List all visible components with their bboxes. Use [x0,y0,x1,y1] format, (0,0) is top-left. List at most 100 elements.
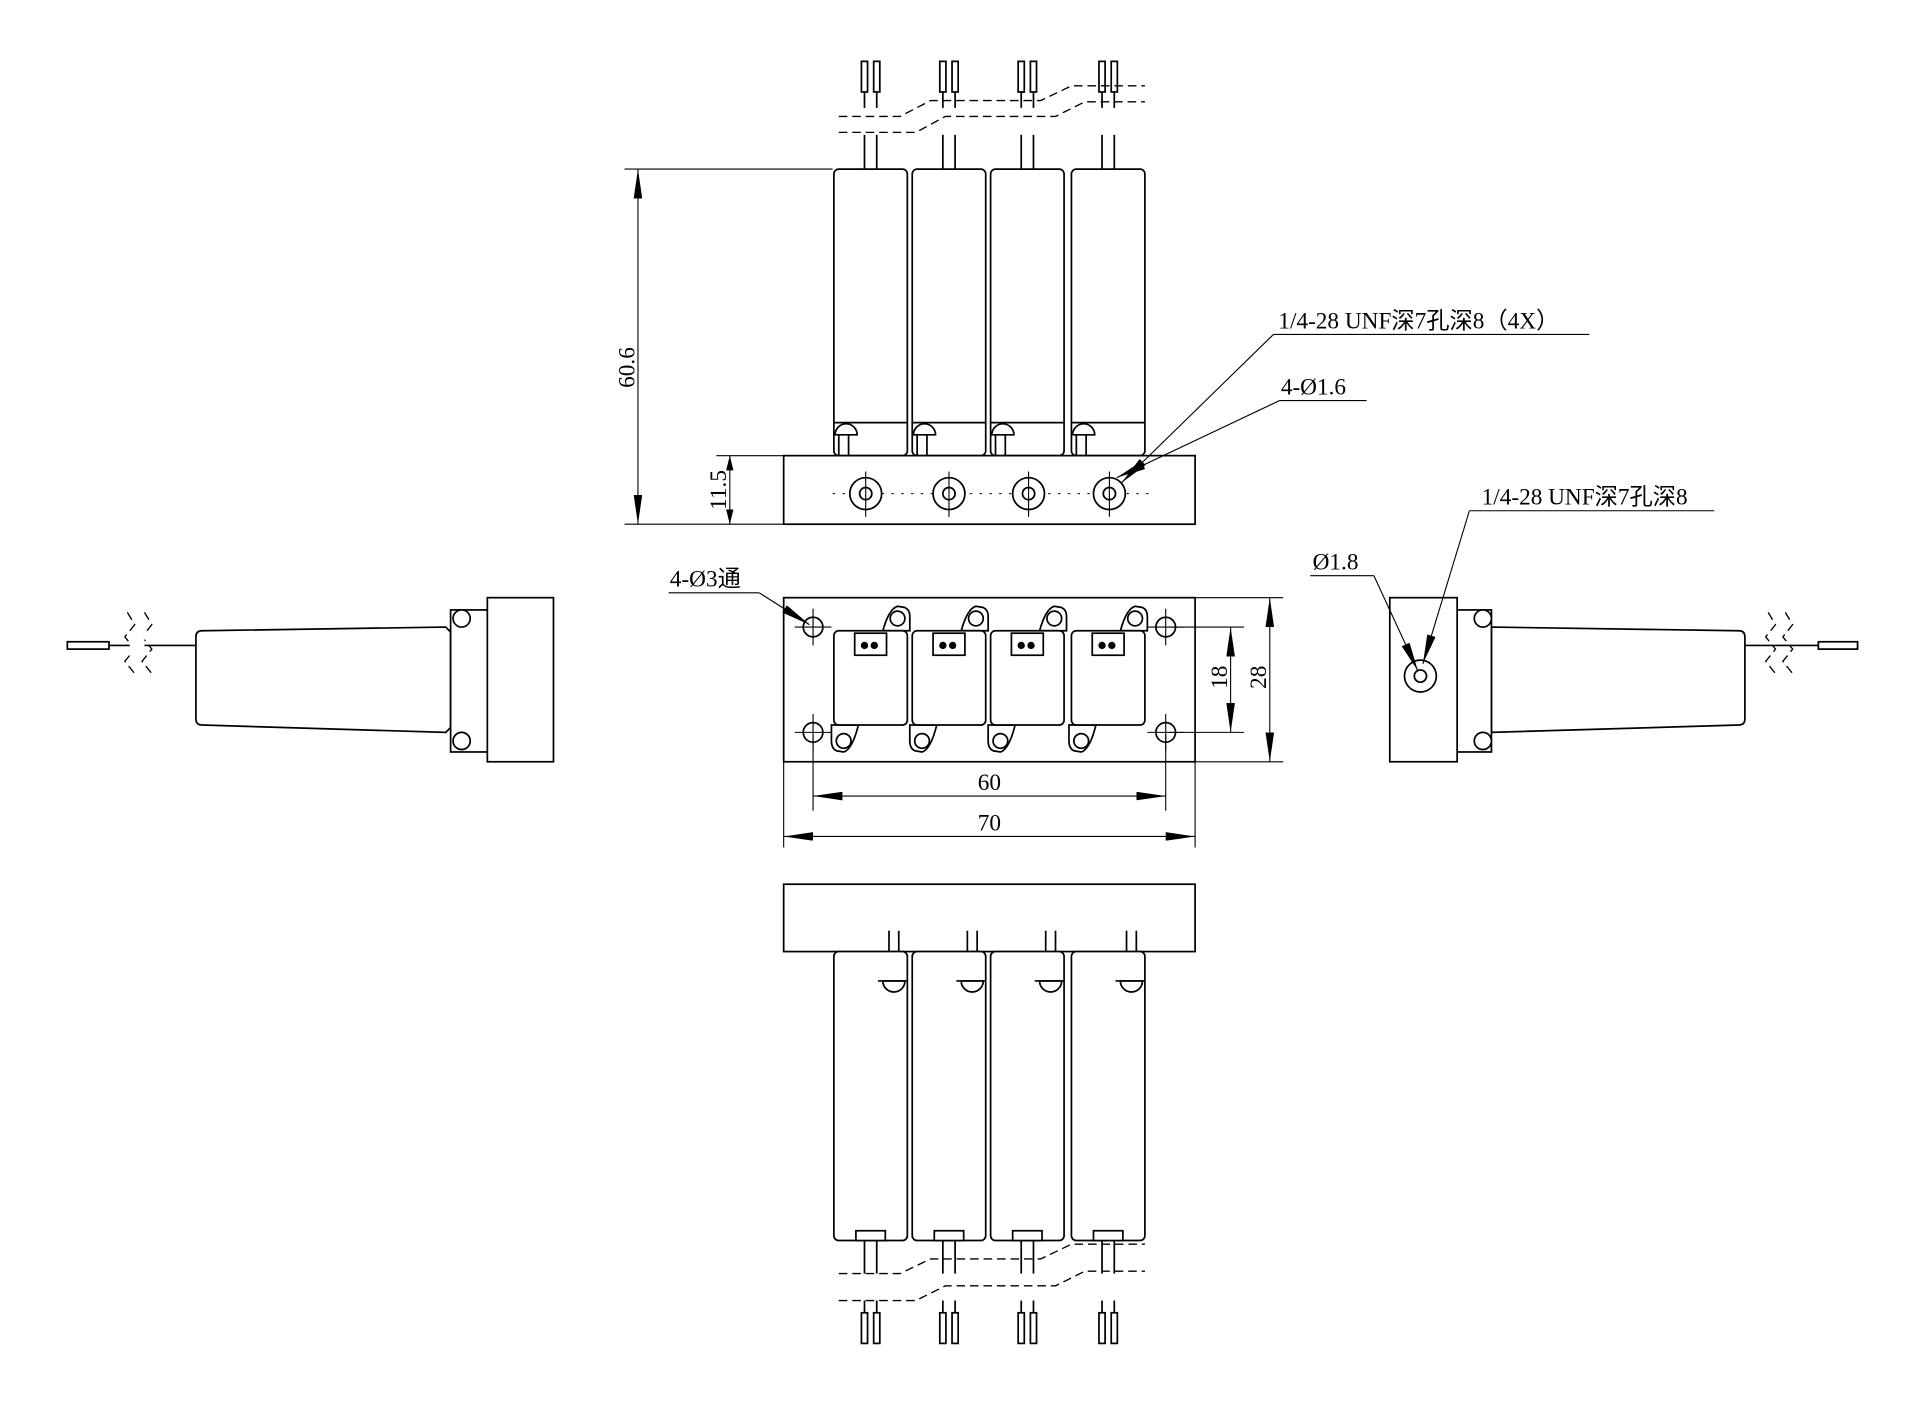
wire-terminal [1110,1311,1119,1345]
fitting-icon [1071,423,1096,436]
valve-module [911,629,987,726]
callout-thread-4x: 1/4-28 UNF深7孔深8（4X） [1121,308,1590,483]
break-line [838,85,1145,118]
solenoid-body [989,950,1065,1242]
callout-thread-side: 1/4-28 UNF深7孔深8 [1422,485,1715,664]
front-view-bottom [833,930,1146,1345]
callout-label: 1/4-28 UNF深7孔深8（4X） [1278,308,1559,334]
wire-terminal [1017,1311,1026,1345]
fitting-icon [834,423,859,436]
solenoid-body [911,168,987,457]
screw-icon [1046,610,1063,627]
wire-terminal [1098,60,1106,93]
dimension-label: 11.5 [706,470,732,510]
plan-view [794,605,1185,753]
connector [853,632,888,657]
port-holes [848,471,1127,517]
fitting-icon [912,423,937,436]
dimension-label: 70 [978,810,1001,836]
callout-pin-holes: 4-Ø1.6 [1116,374,1367,479]
connector-pin [860,641,869,650]
fitting-icon [1119,980,1144,993]
solenoid-body-side [1490,626,1746,734]
connector [932,632,966,657]
wire-terminal [1029,60,1038,93]
wire-terminal [951,60,960,93]
solenoid-body-side [195,626,452,734]
break-line [838,1270,1145,1302]
wire-exit [855,1229,887,1242]
connector-pin [948,641,957,650]
screw-icon [889,610,906,627]
dimension-overall-width: 70 [783,761,1196,848]
fitting-icon [881,980,906,993]
side-port-hole [1403,659,1438,693]
manifold-base-rear [782,883,1196,953]
callout-side-hole: Ø1.8 [1310,550,1419,672]
screw-icon [992,732,1009,750]
solenoid-body [989,168,1065,457]
connector-pin [1017,641,1025,650]
fitting-icon [960,980,985,993]
valve-module [833,629,909,726]
wire-terminal [1098,1311,1106,1345]
wire-terminal [938,1311,947,1345]
front-view-top [833,60,1146,478]
fitting-icon [990,423,1015,436]
wire-terminal [1017,60,1026,93]
connector-pin [1098,641,1106,650]
dimension-label: 60 [978,770,1001,796]
connector-pin [870,641,878,650]
screw-icon [1073,732,1090,750]
connector [1091,632,1125,657]
dimension-hole-spacing-y: 18 [1169,626,1245,733]
dimension-hole-spacing-x: 60 [812,734,1167,811]
wire-exit [933,1229,965,1242]
solenoid-body [1070,950,1146,1242]
wire-terminal [951,1311,960,1345]
manifold-block-side [486,596,555,763]
callout-label: 4-Ø3通 [670,567,741,593]
dimension-label: 60.6 [614,347,640,388]
solenoid-body [911,950,987,1242]
wire-exit [1092,1229,1124,1242]
screw-icon [1126,610,1144,627]
callout-label: 1/4-28 UNF深7孔深8 [1482,485,1688,511]
solenoid-body [833,950,909,1242]
wire-terminal [860,60,869,93]
callout-label: Ø1.8 [1313,550,1359,576]
solenoid-body [1070,168,1146,457]
callout-label: 4-Ø1.6 [1281,374,1346,400]
left-side-view [66,596,555,763]
wire-terminal [860,1311,869,1345]
dimension-label: 18 [1207,666,1233,689]
wire-terminal [938,60,947,93]
screw-icon [967,610,985,627]
screw-icon [835,732,852,750]
dimension-overall-depth: 28 [1195,597,1284,763]
connector [1010,632,1045,657]
connector-pin [1108,641,1116,650]
break-line [838,1243,1145,1275]
break-line [838,101,1145,134]
valve-module [989,629,1065,726]
screw-icon [913,732,931,750]
solenoid-body [833,168,909,457]
manifold-base-front [782,454,1196,526]
manifold-block-side [1388,596,1459,763]
fitting-icon [1038,980,1063,993]
wire-terminal [1029,1311,1038,1345]
wire-terminal [872,60,881,93]
wire-terminal [1110,60,1119,93]
right-side-view [1388,596,1859,763]
dimension-base-height: 11.5 [706,455,784,525]
dimension-overall-height: 60.6 [614,168,833,525]
valve-module [1070,629,1146,726]
callout-mount-holes: 4-Ø3通 [668,567,810,626]
dimension-label: 28 [1246,666,1272,689]
connector-pin [1027,641,1035,650]
wire-terminal [872,1311,881,1345]
wire-exit [1011,1229,1043,1242]
